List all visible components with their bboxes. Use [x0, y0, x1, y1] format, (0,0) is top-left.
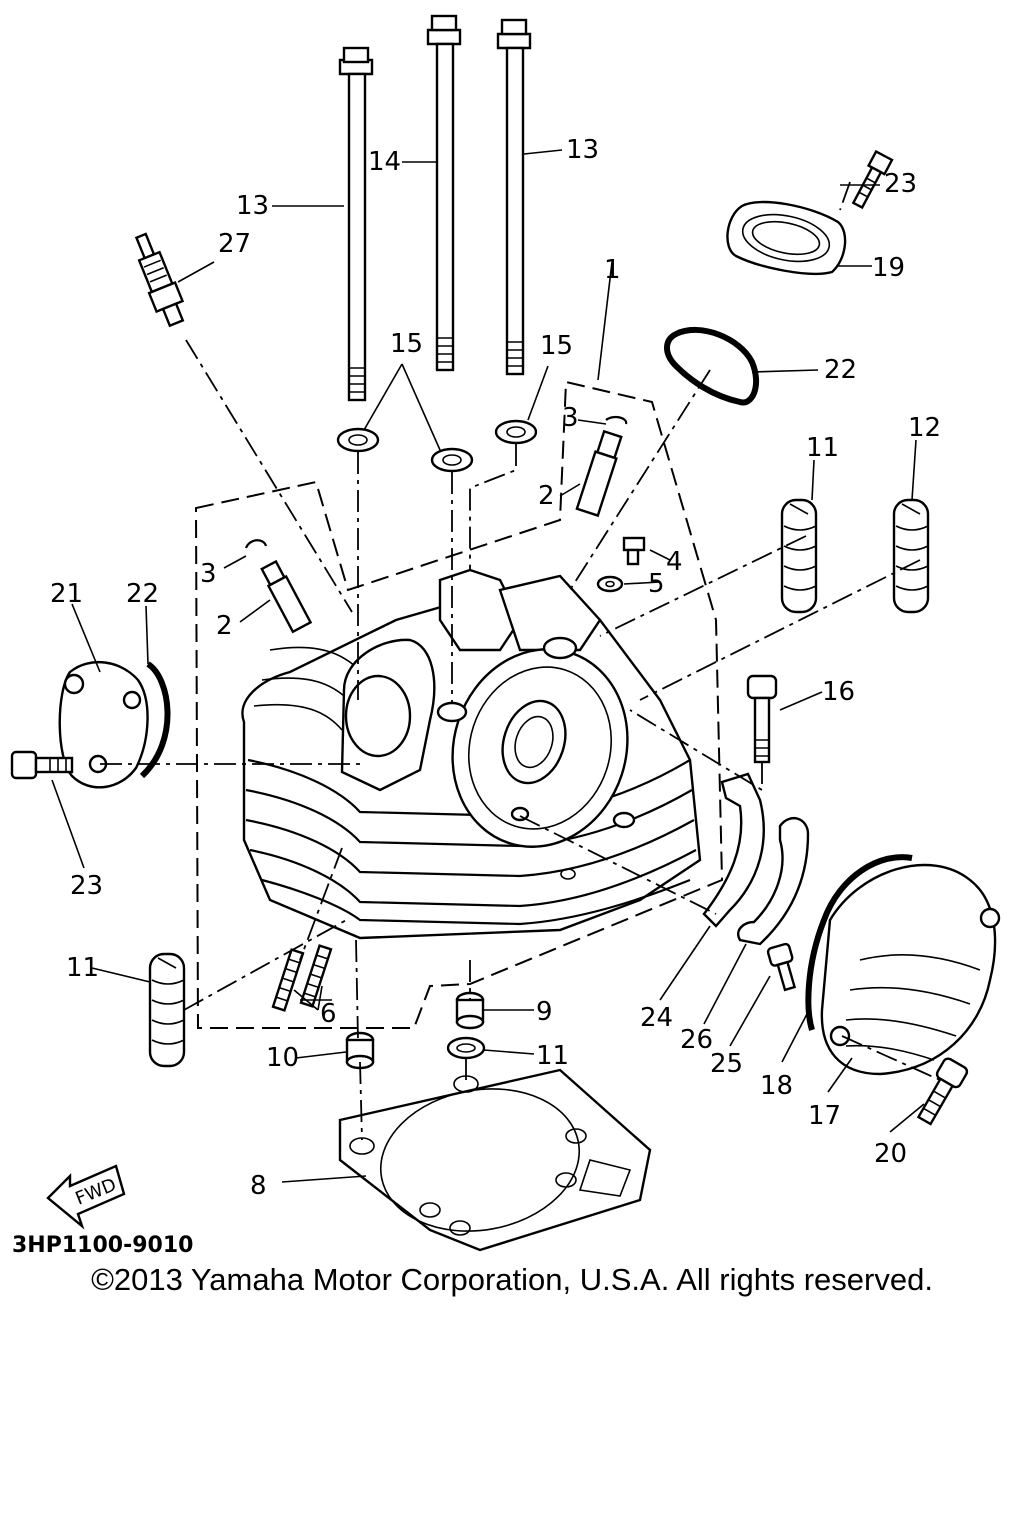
gasket-24 — [702, 772, 765, 928]
callout-3-left: 3 — [200, 559, 217, 589]
circlip-3-left — [244, 539, 268, 549]
callout-17: 17 — [808, 1101, 841, 1131]
callout-19: 20 — [874, 1139, 907, 1169]
callout-10: 8 — [250, 1171, 267, 1201]
callout-1: 1 — [604, 255, 621, 285]
o-ring-12 — [446, 1036, 486, 1060]
valve-guide-2-left — [260, 559, 313, 634]
callout-2-right: 2 — [538, 481, 555, 511]
dowel-11-left — [345, 1031, 375, 1070]
washer-5 — [596, 575, 624, 593]
alignment-lines — [100, 181, 941, 1141]
callout-23-top: 23 — [884, 169, 917, 199]
pin-7 — [148, 952, 186, 1068]
o-ring-22-top — [664, 327, 760, 406]
washer-15-center — [430, 447, 474, 473]
valve-guide-2-right — [575, 429, 623, 518]
gasket-26 — [737, 816, 810, 946]
diagram-code: 3HP1100-9010 — [12, 1233, 193, 1258]
callout-labels: 13 14 13 27 23 19 1 22 15 15 3 2 11 12 4… — [50, 135, 941, 1201]
callout-13-right: 13 — [566, 135, 599, 165]
fwd-arrow-icon: FWD — [46, 1164, 126, 1230]
callout-14: 14 — [368, 147, 401, 177]
stud-6-b — [299, 944, 333, 1008]
callout-4: 4 — [666, 547, 683, 577]
circlip-3-right — [605, 415, 628, 425]
callout-7: 11 — [66, 953, 99, 983]
callout-6: 6 — [320, 999, 337, 1029]
washer-15-left — [336, 427, 380, 453]
callout-27: 27 — [218, 229, 251, 259]
callout-13-left: 13 — [236, 191, 269, 221]
copyright-notice: ©2013 Yamaha Motor Corporation, U.S.A. A… — [91, 1262, 933, 1297]
washer-15-right — [494, 419, 538, 445]
callout-5: 5 — [648, 569, 665, 599]
bolt-23-top — [851, 149, 894, 210]
stud-6-a — [271, 948, 305, 1012]
cylinder-head-1 — [241, 568, 702, 940]
callout-25: 25 — [710, 1049, 743, 1079]
bolt-23-left — [10, 750, 74, 780]
callout-3-right: 3 — [562, 403, 579, 433]
callout-20: 19 — [872, 253, 905, 283]
pin-9 — [892, 498, 930, 614]
bolt-25 — [766, 942, 797, 992]
leader-lines — [51, 149, 925, 1183]
o-ring-18 — [805, 854, 913, 1031]
callout-24: 24 — [640, 1003, 673, 1033]
callout-16: 16 — [822, 677, 855, 707]
callout-15-right: 15 — [540, 331, 573, 361]
callout-26: 26 — [680, 1025, 713, 1055]
cylinder-head-gasket-10 — [338, 1068, 652, 1252]
cylinder-head-group-outline — [194, 380, 724, 1029]
callout-21: 21 — [50, 579, 83, 609]
callout-15-left: 15 — [390, 329, 423, 359]
callout-18: 18 — [760, 1071, 793, 1101]
bolt-16 — [746, 674, 778, 764]
callout-2-left: 2 — [216, 611, 233, 641]
callout-22-left: 22 — [126, 579, 159, 609]
side-cover-17 — [820, 863, 1001, 1076]
callout-9: 12 — [908, 413, 941, 443]
callout-23-left: 23 — [70, 871, 103, 901]
callout-22-top: 22 — [824, 355, 857, 385]
pin-8 — [780, 498, 818, 614]
o-ring-22-left — [139, 661, 171, 779]
callout-11-center: 9 — [536, 997, 553, 1027]
cam-cover-20 — [726, 200, 847, 275]
spark-plug-27 — [134, 232, 185, 328]
bolt-4 — [622, 536, 646, 566]
cylinder-head-bolt-13-right — [496, 18, 532, 376]
callout-12: 11 — [536, 1041, 569, 1071]
side-cover-21 — [58, 660, 149, 789]
cylinder-head-bolt-13-left — [338, 46, 374, 402]
callout-8: 11 — [806, 433, 839, 463]
callout-11-left: 10 — [266, 1043, 299, 1073]
cylinder-head-bolt-14 — [426, 14, 462, 372]
bolt-19 — [916, 1057, 969, 1126]
